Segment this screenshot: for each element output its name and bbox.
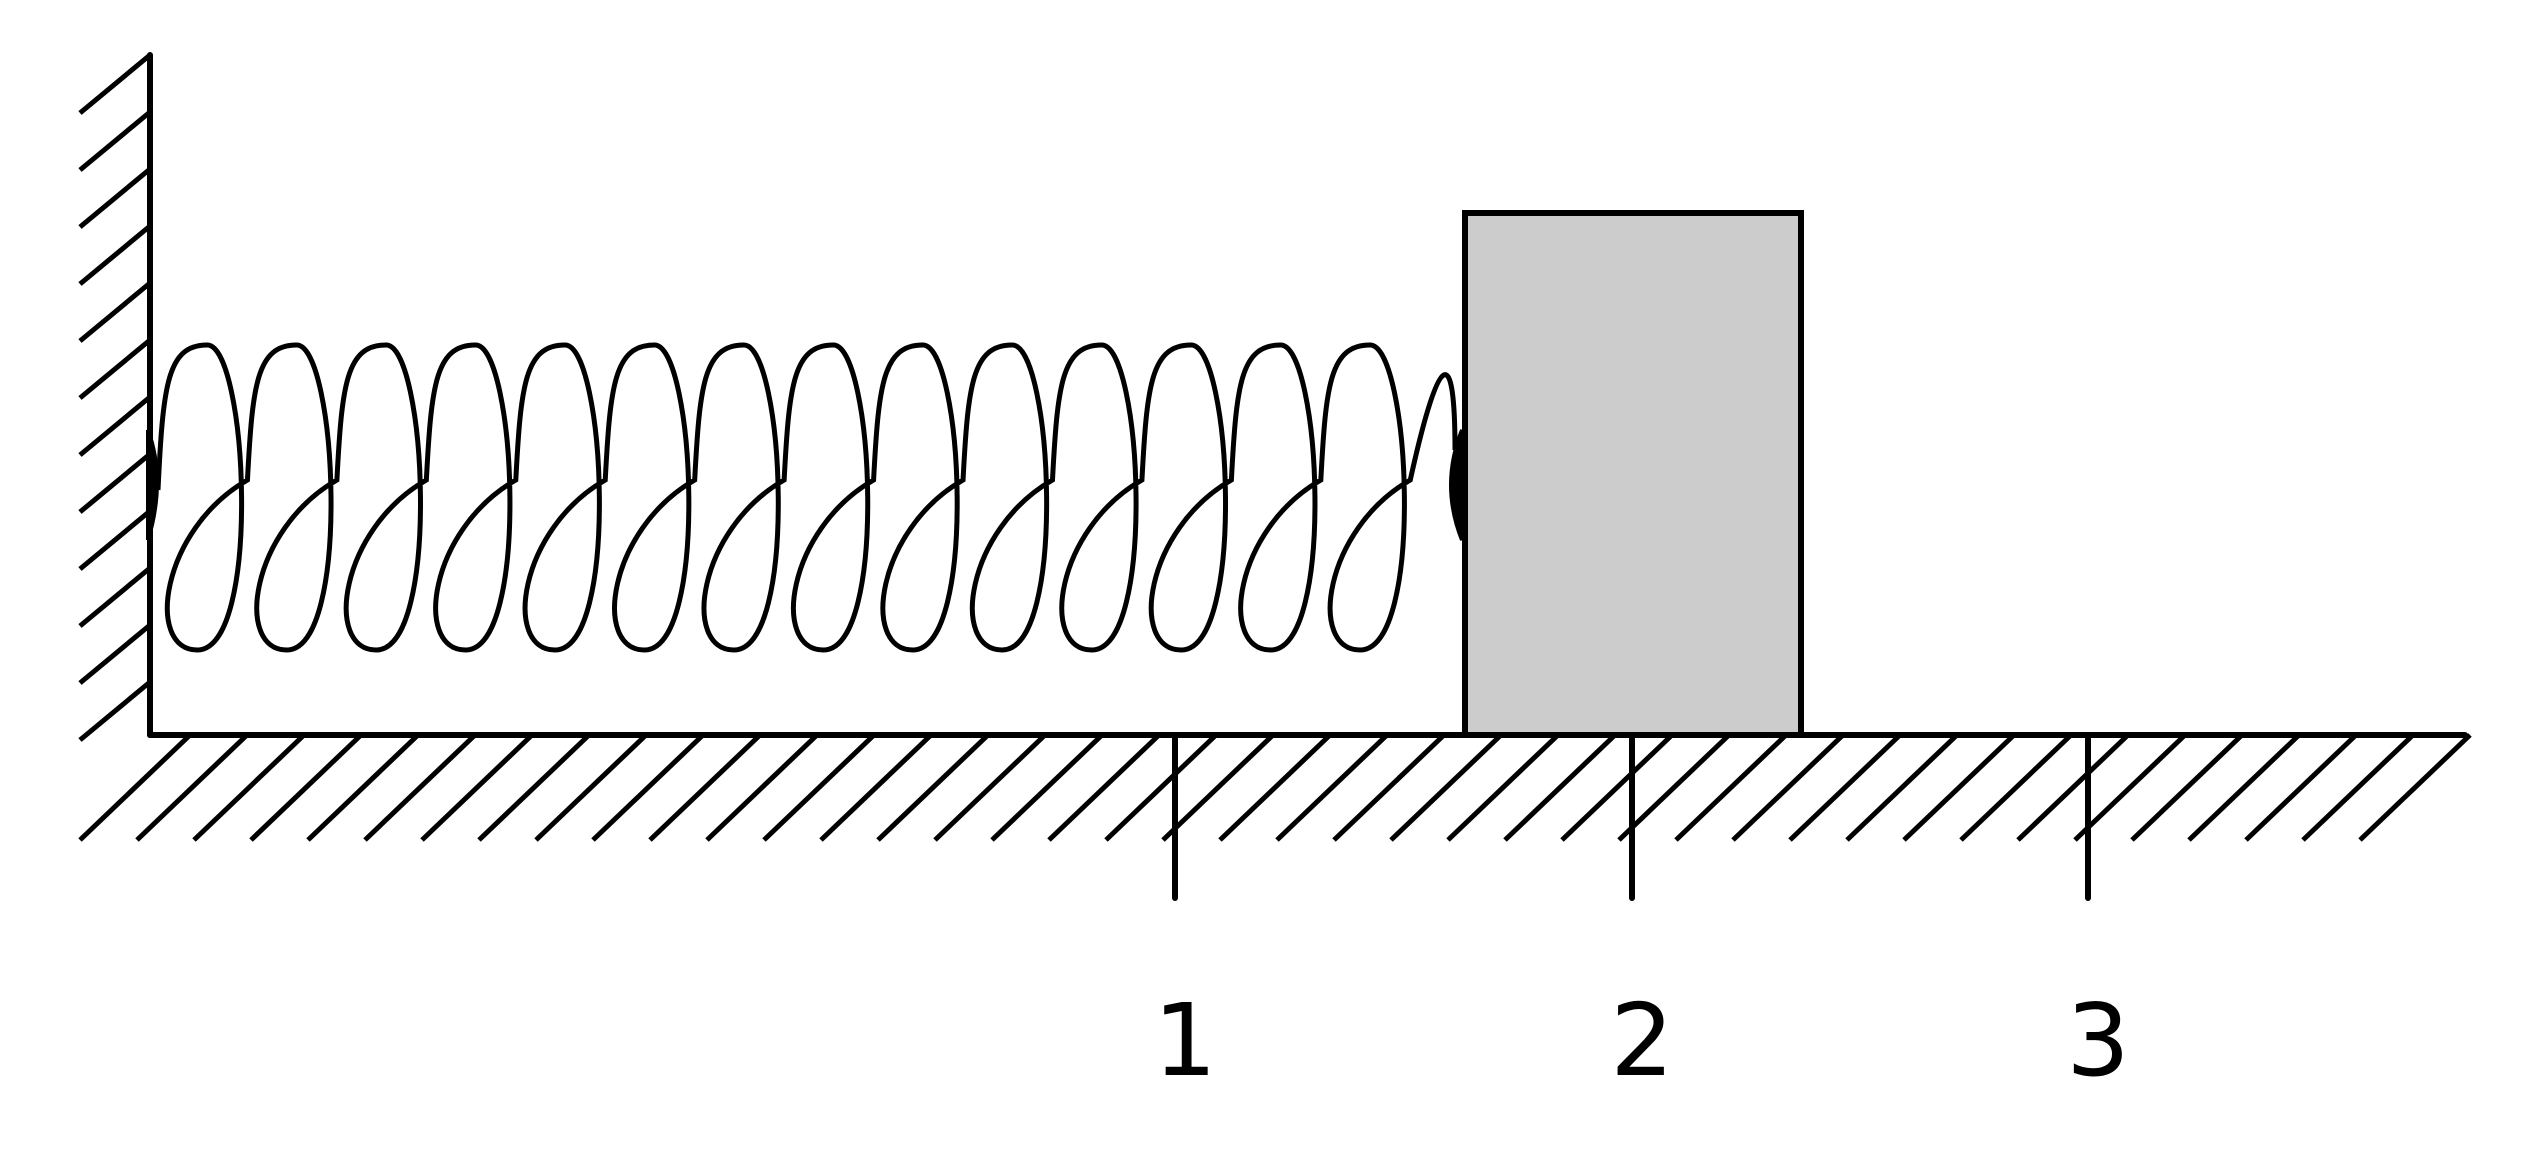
floor-hatch-line bbox=[477, 733, 591, 842]
floor-hatch-line bbox=[1332, 733, 1446, 842]
floor-hatch-line bbox=[1617, 733, 1731, 842]
floor-hatch-line bbox=[2358, 733, 2472, 842]
wall-hatch-line bbox=[78, 452, 152, 514]
floor-hatch-line bbox=[363, 733, 477, 842]
floor-hatch-line bbox=[819, 733, 933, 842]
floor-hatch-line bbox=[1674, 733, 1788, 842]
wall-hatch-line bbox=[78, 566, 152, 628]
wall-hatch-line bbox=[78, 53, 152, 115]
floor-hatch-line bbox=[705, 733, 819, 842]
floor-hatch-line bbox=[990, 733, 1104, 842]
floor-hatch-line bbox=[1503, 733, 1617, 842]
wall-hatch-line bbox=[78, 167, 152, 229]
floor-hatch-line bbox=[933, 733, 1047, 842]
wall-hatch-line bbox=[78, 224, 152, 286]
marker-3-label: 3 bbox=[2066, 982, 2130, 1099]
floor-hatch-line bbox=[1275, 733, 1389, 842]
floor-hatch-line bbox=[1560, 733, 1674, 842]
floor-hatch-line bbox=[1446, 733, 1560, 842]
wall-hatch-line bbox=[78, 395, 152, 457]
wall-hatch-line bbox=[78, 338, 152, 400]
floor-hatch-line bbox=[2073, 733, 2187, 842]
floor-hatch-line bbox=[534, 733, 648, 842]
floor-hatch-line bbox=[591, 733, 705, 842]
floor-hatch-line bbox=[1788, 733, 1902, 842]
floor-hatch-line bbox=[1902, 733, 2016, 842]
wall-hatch-line bbox=[78, 281, 152, 343]
floor-hatch-line bbox=[762, 733, 876, 842]
floor-hatch-line bbox=[1959, 733, 2073, 842]
floor-hatch-line bbox=[2244, 733, 2358, 842]
floor-hatch-line bbox=[1047, 733, 1161, 842]
floor-hatch-line bbox=[1161, 733, 1275, 842]
marker-2-label: 2 bbox=[1610, 982, 1674, 1099]
floor-hatch-line bbox=[2187, 733, 2301, 842]
floor-hatch-line bbox=[1104, 733, 1218, 842]
floor-hatch-line bbox=[2130, 733, 2244, 842]
floor-hatch-line bbox=[78, 733, 192, 842]
floor-hatch-line bbox=[1731, 733, 1845, 842]
spring-wall-cap bbox=[146, 429, 159, 541]
floor-hatch-line bbox=[1845, 733, 1959, 842]
floor-hatch-line bbox=[876, 733, 990, 842]
floor-hatch-line bbox=[306, 733, 420, 842]
wall-hatch-line bbox=[78, 623, 152, 685]
position-markers: 1 2 3 bbox=[1153, 732, 2130, 1099]
floor-hatch-line bbox=[192, 733, 306, 842]
floor-hatch-line bbox=[2016, 733, 2130, 842]
floor-hatch-line bbox=[420, 733, 534, 842]
floor-hatch-line bbox=[1218, 733, 1332, 842]
wall-hatch-line bbox=[78, 110, 152, 172]
wall-hatching bbox=[78, 53, 152, 742]
floor-hatch-line bbox=[135, 733, 249, 842]
floor-hatch-line bbox=[2301, 733, 2415, 842]
spring-coil bbox=[155, 342, 1458, 653]
wall-hatch-line bbox=[78, 509, 152, 571]
floor-hatching bbox=[78, 733, 2472, 842]
marker-1-label: 1 bbox=[1153, 982, 1217, 1099]
wall-hatch-line bbox=[78, 680, 152, 742]
floor-hatch-line bbox=[249, 733, 363, 842]
floor-hatch-line bbox=[1389, 733, 1503, 842]
floor-hatch-line bbox=[648, 733, 762, 842]
block bbox=[1462, 210, 1804, 738]
